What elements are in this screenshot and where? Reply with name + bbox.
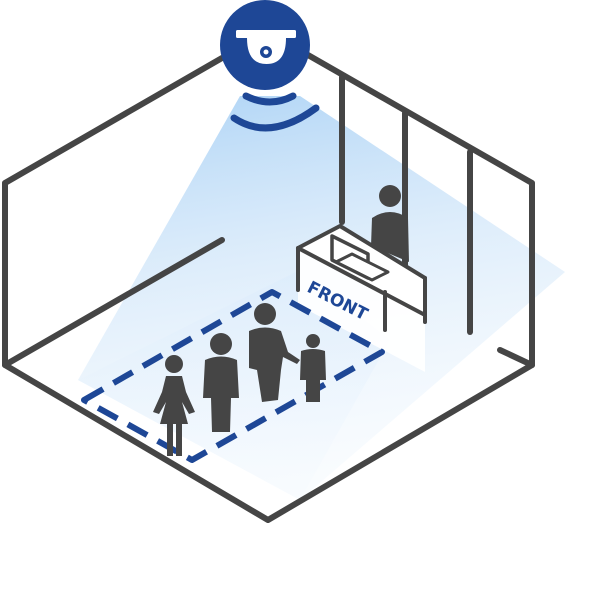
staff-person-icon <box>371 185 409 262</box>
ceiling-camera <box>220 0 320 132</box>
desk-front-panel <box>298 248 425 372</box>
wall-edge-left <box>2 237 225 368</box>
signal-waves-icon <box>230 92 320 132</box>
man-icon <box>203 333 239 432</box>
desk-monitor-icon <box>330 234 390 282</box>
dome-camera-icon <box>236 30 296 64</box>
woman-icon <box>153 355 195 456</box>
queue-zone-boundary <box>81 289 385 463</box>
adult-with-child-icon <box>249 303 300 402</box>
room-outline <box>2 52 535 523</box>
front-desk: FRONT <box>296 224 427 372</box>
child-icon <box>300 334 326 402</box>
floor-corner-right <box>497 347 535 368</box>
